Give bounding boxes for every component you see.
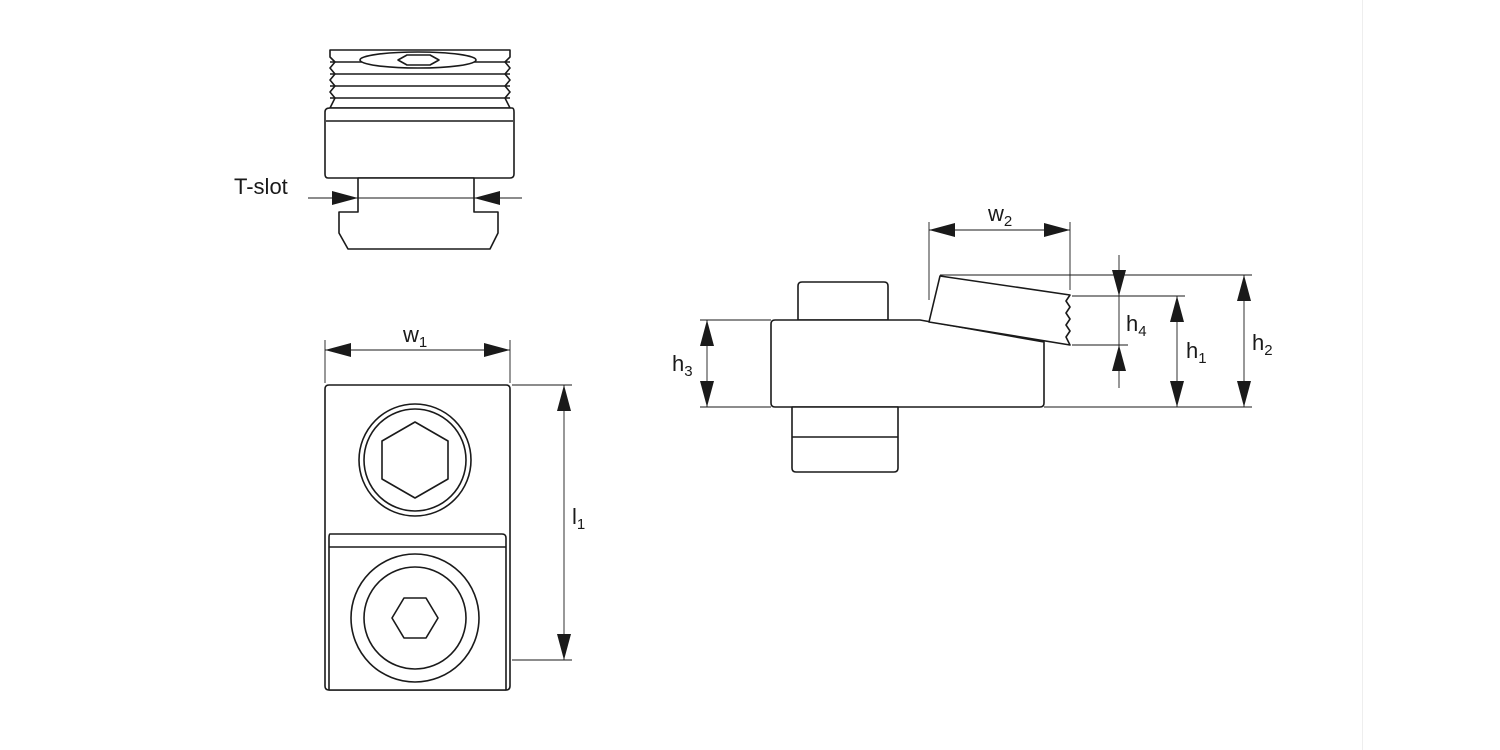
- w1-label: w1: [402, 322, 427, 351]
- front-view: T-slot: [234, 49, 522, 250]
- l1-label: l1: [572, 504, 585, 533]
- tslot-label: T-slot: [234, 174, 288, 199]
- h4-label: h4: [1126, 311, 1147, 340]
- h1-label: h1: [1186, 338, 1207, 367]
- h2-label: h2: [1252, 330, 1273, 359]
- top-view: w1 l1: [324, 322, 585, 691]
- page-edge-line: [1362, 0, 1363, 750]
- h3-label: h3: [672, 351, 693, 380]
- w2-label: w2: [987, 201, 1012, 230]
- side-view: h3 w2 h4 h1 h2: [672, 201, 1273, 473]
